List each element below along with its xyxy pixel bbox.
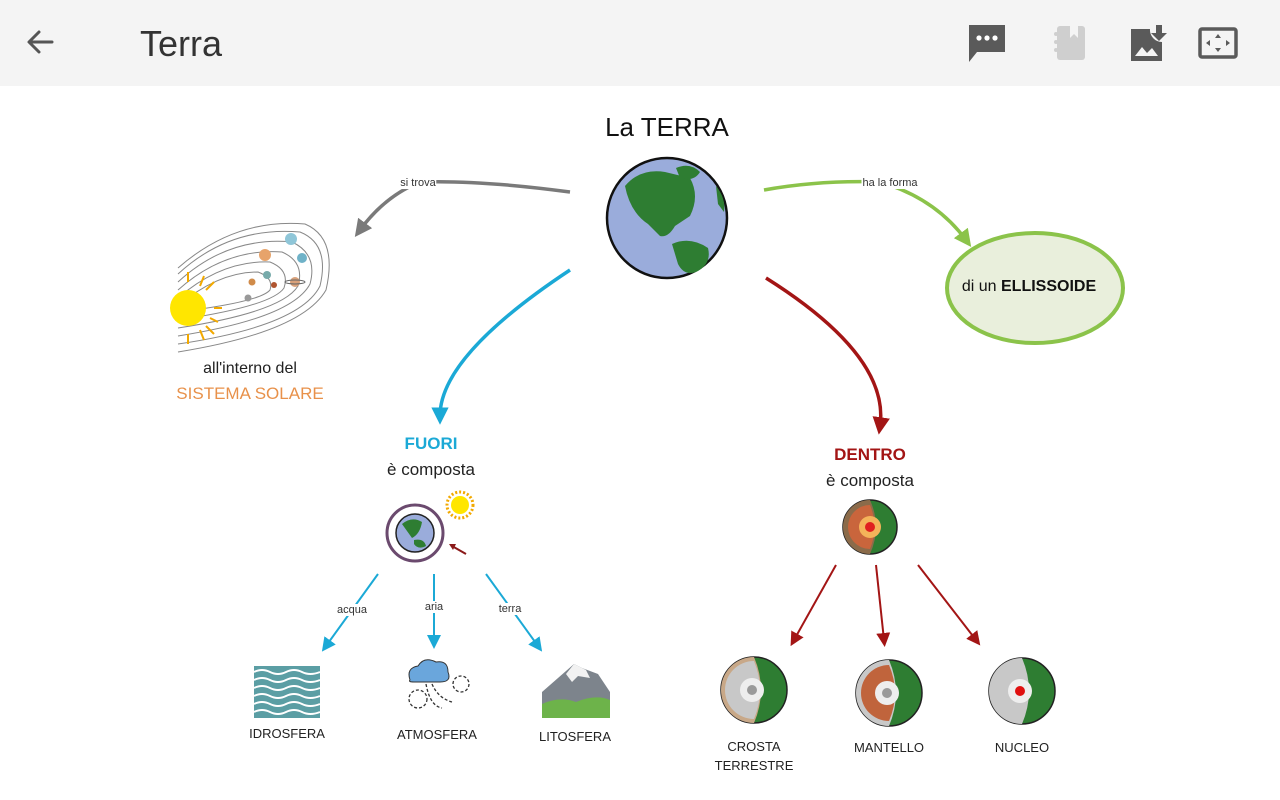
concept-map-links bbox=[170, 156, 1125, 727]
litosfera-label[interactable]: LITOSFERA bbox=[538, 729, 612, 744]
link-label-acqua: acqua bbox=[336, 604, 368, 616]
fit-screen-button[interactable] bbox=[1197, 22, 1239, 64]
dentro-sub[interactable]: è composta bbox=[826, 471, 914, 490]
mountain-icon bbox=[542, 664, 610, 718]
earth-atmosphere-sun-icon bbox=[385, 490, 475, 563]
link-crosta bbox=[790, 564, 837, 647]
earth-mantle-icon bbox=[855, 659, 923, 727]
crosta-label[interactable]: CROSTA TERRESTRE bbox=[715, 737, 794, 775]
solar-line2[interactable]: SISTEMA SOLARE bbox=[176, 384, 324, 403]
app-bar: Terra bbox=[0, 0, 1280, 86]
link-label-si-trova: si trova bbox=[399, 177, 437, 189]
fuori-sub[interactable]: è composta bbox=[387, 460, 475, 479]
chat-bubble-dots-icon bbox=[969, 25, 1005, 62]
solar-system-icon bbox=[170, 222, 330, 353]
atmosfera-label[interactable]: ATMOSFERA bbox=[397, 727, 477, 742]
fit-screen-icon bbox=[1198, 27, 1238, 59]
dentro-heading[interactable]: DENTRO bbox=[834, 445, 906, 464]
earth-crust-icon bbox=[720, 656, 788, 724]
root-title[interactable]: La TERRA bbox=[605, 112, 729, 142]
solar-line1[interactable]: all'interno del bbox=[203, 360, 297, 377]
crosta-label-line1: CROSTA bbox=[727, 739, 781, 754]
save-image-button[interactable] bbox=[1128, 22, 1170, 64]
comments-button[interactable] bbox=[966, 22, 1008, 64]
ellissoide-node bbox=[945, 231, 1125, 345]
link-ha-la-forma bbox=[763, 179, 972, 248]
page-title: Terra bbox=[140, 23, 223, 64]
earth-core-icon bbox=[988, 657, 1056, 725]
concept-map-canvas[interactable]: La TERRA si trova ha la forma all'intern… bbox=[0, 86, 1280, 800]
back-button[interactable] bbox=[22, 24, 58, 60]
arrow-left-icon bbox=[27, 30, 54, 54]
cloud-wind-icon bbox=[408, 659, 470, 709]
idrosfera-label[interactable]: IDROSFERA bbox=[249, 726, 325, 741]
link-mantello bbox=[875, 564, 891, 647]
earth-globe-icon bbox=[605, 156, 729, 280]
ellissoide-emphasis: ELLISSOIDE bbox=[1001, 278, 1097, 295]
notebook-button bbox=[1050, 22, 1092, 64]
water-waves-icon bbox=[253, 666, 321, 718]
link-si-trova bbox=[354, 179, 571, 238]
link-label-ha-la-forma: ha la forma bbox=[861, 177, 919, 189]
earth-layers-icon bbox=[842, 499, 898, 555]
image-download-icon bbox=[1131, 25, 1167, 61]
link-label-terra: terra bbox=[497, 603, 523, 615]
fuori-heading[interactable]: FUORI bbox=[404, 434, 458, 453]
link-label-aria: aria bbox=[423, 601, 445, 613]
link-nucleo bbox=[917, 564, 981, 646]
nucleo-label[interactable]: NUCLEO bbox=[994, 740, 1050, 755]
link-fuori bbox=[431, 268, 571, 425]
link-dentro bbox=[765, 276, 890, 435]
notebook-bookmark-icon bbox=[1054, 26, 1085, 60]
mantello-label[interactable]: MANTELLO bbox=[853, 740, 925, 755]
crosta-label-line2: TERRESTRE bbox=[714, 758, 794, 773]
ellissoide-label[interactable]: di un ELLISSOIDE bbox=[962, 278, 1096, 296]
ellissoide-prefix: di un bbox=[961, 278, 1002, 295]
